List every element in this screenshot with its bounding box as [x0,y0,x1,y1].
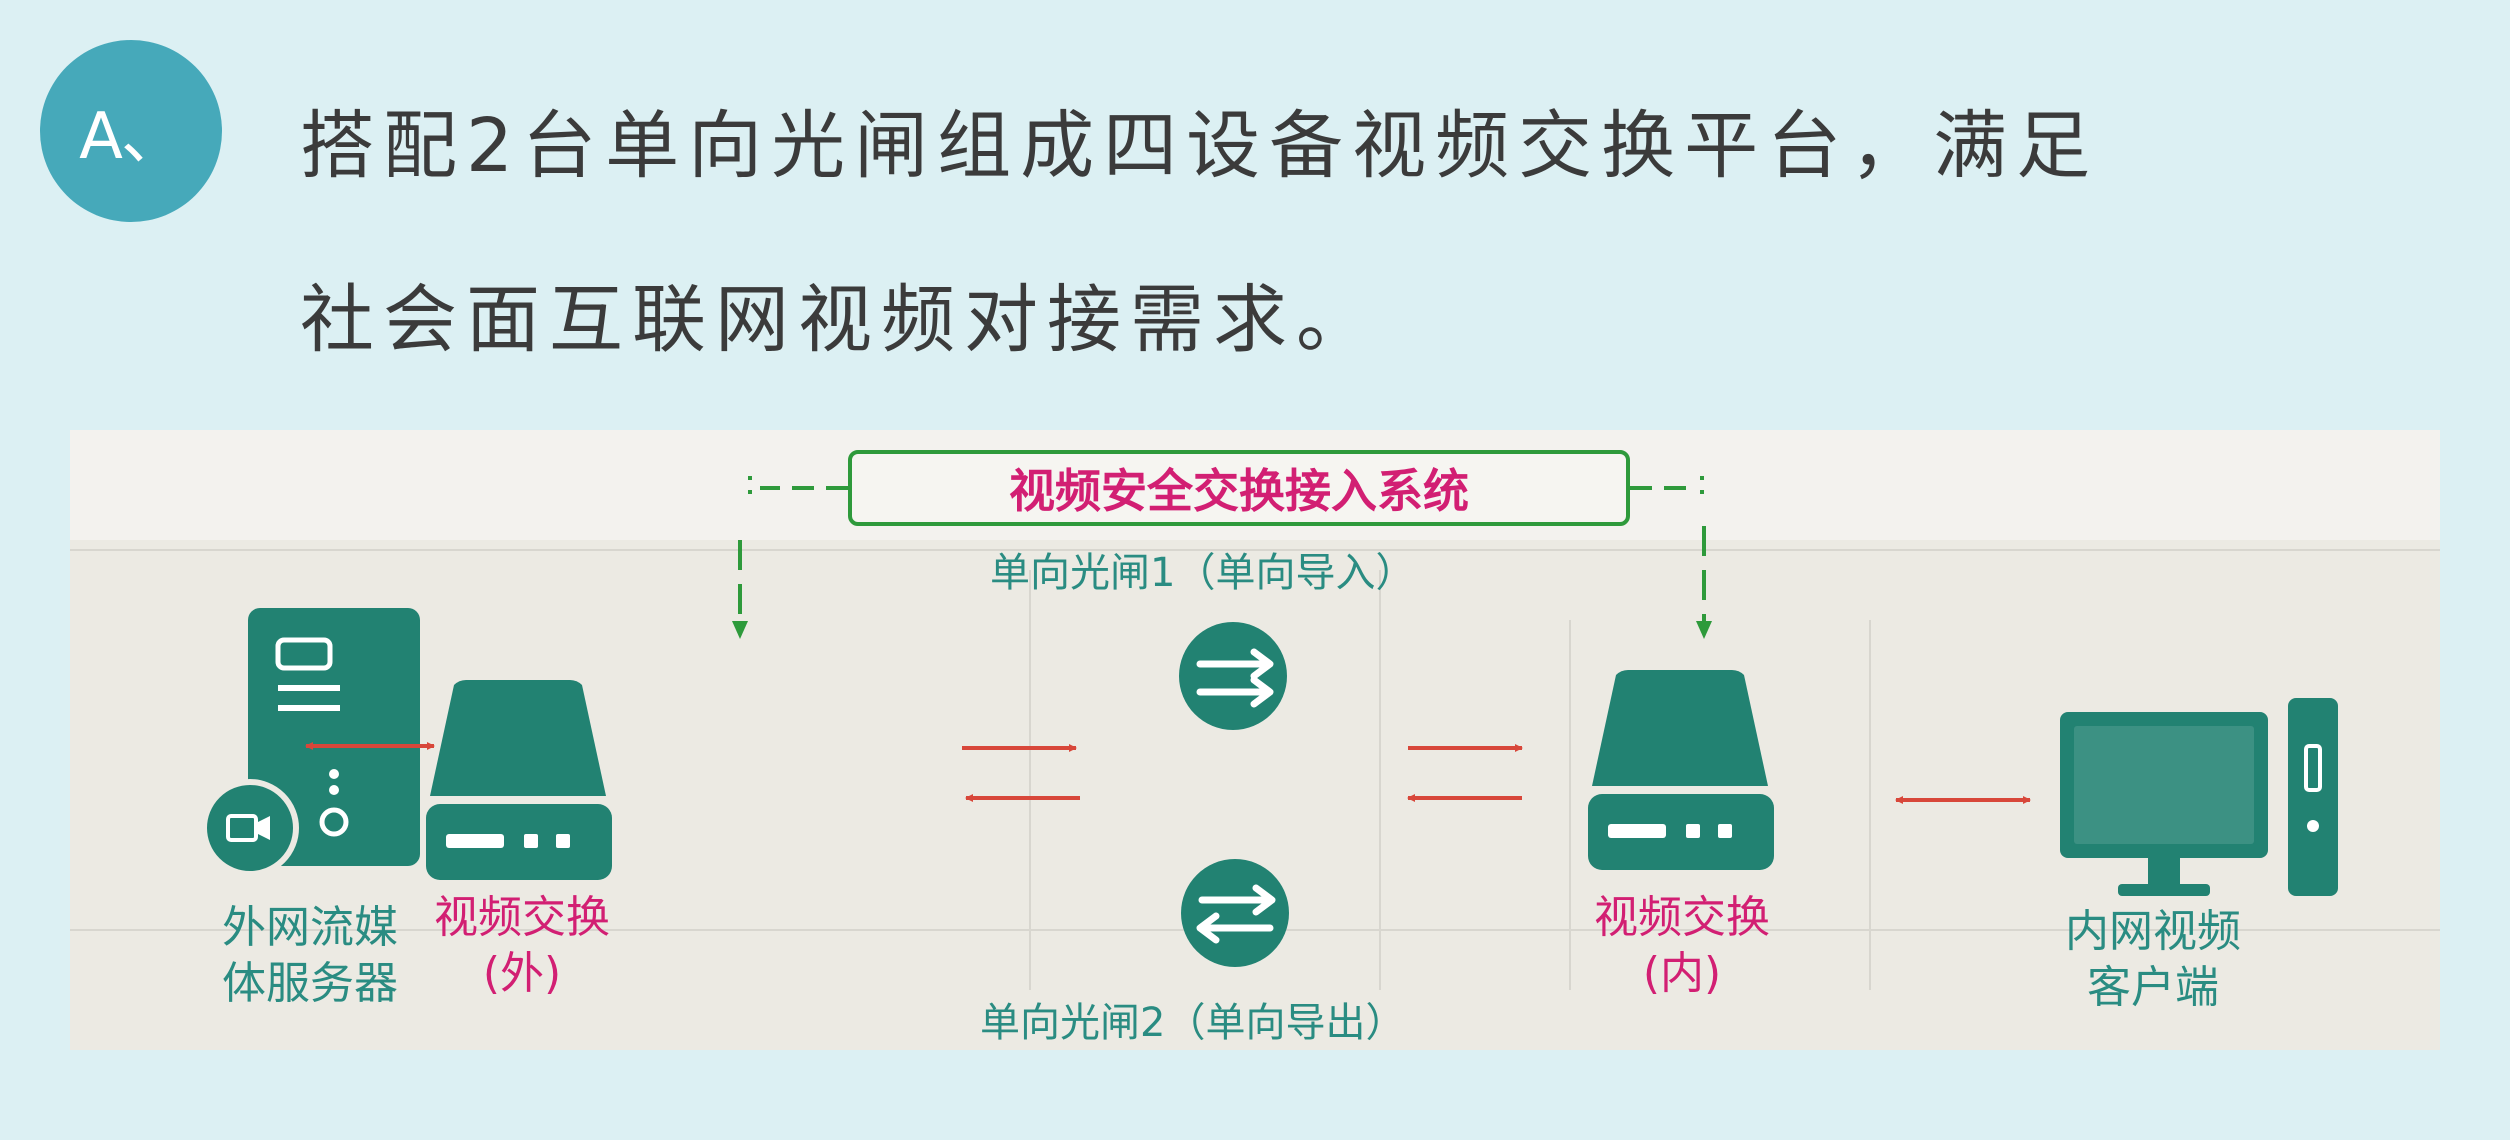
data-flow-arrows [305,742,2031,804]
headline-line-1: 搭配2台单向光闸组成四设备视频交换平台，满足 [300,103,2100,189]
server-label: 外网流媒 体服务器 [222,900,398,1012]
system-title: 视频安全交换接入系统 [1009,464,1469,518]
client-label-line1: 内网视频 [2065,906,2241,957]
gate2-label: 单向光闸2（单向导出） [980,1000,1406,1046]
switch-outer-icon [426,680,612,880]
switch-inner-label-line2: (内) [1642,948,1722,999]
headline-line-2: 社会面互联网视频对接需求。 [300,277,1379,363]
gate1-label: 单向光闸1（单向导入） [990,550,1416,596]
gate1-icon [1179,622,1287,730]
server-label-line1: 外网流媒 [222,902,398,953]
server-label-line2: 体服务器 [222,958,398,1009]
switch-outer-label-line1: 视频交换 [434,892,610,943]
system-connector-right [1630,476,1712,639]
client-label-line2: 客户端 [2087,962,2219,1013]
switch-inner-icon [1588,670,1774,870]
switch-inner-label-line1: 视频交换 [1594,892,1770,943]
system-connector-left [732,476,848,639]
switch-outer-label: 视频交换 (外) [422,890,622,1002]
client-label: 内网视频 客户端 [2038,904,2268,1016]
diagram-graphics [70,476,2440,990]
system-title-box: 视频安全交换接入系统 [848,450,1630,526]
switch-outer-label-line2: (外) [482,948,562,999]
server-icon [201,608,420,877]
gate2-icon [1181,859,1289,967]
section-badge: A、 [40,40,222,222]
diagram-panel: 视频安全交换接入系统 单向光闸1（单向导入） 单向光闸2（单向导出） 外网流媒 … [70,430,2440,1050]
switch-inner-label: 视频交换 (内) [1582,890,1782,1002]
client-pc-icon [2060,698,2338,896]
